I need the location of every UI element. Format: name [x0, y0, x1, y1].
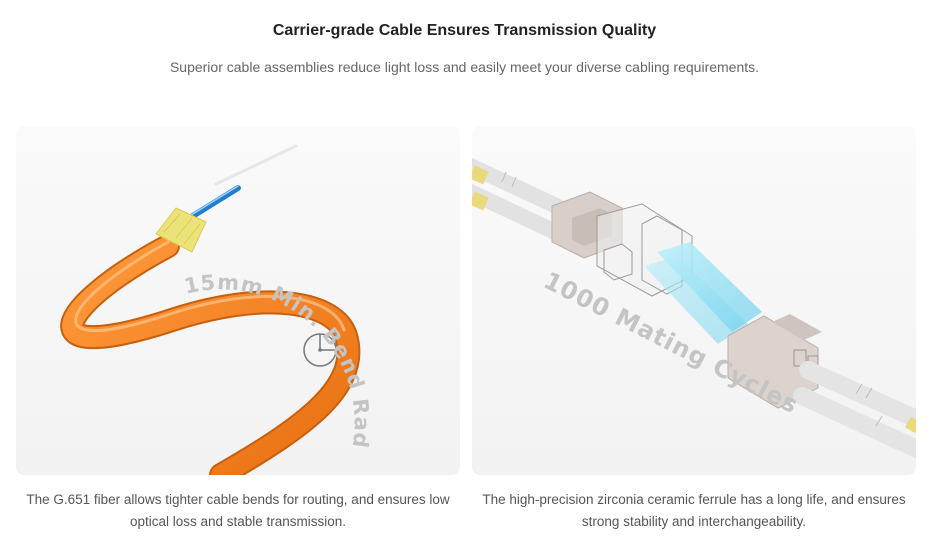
mating-cycles-card: 1000 Mating Cycles	[472, 126, 916, 475]
bend-radius-gauge-icon	[303, 333, 337, 367]
section-title: Carrier-grade Cable Ensures Transmission…	[272, 22, 657, 39]
bend-radius-caption: The G.651 fiber allows tighter cable ben…	[26, 492, 450, 529]
lc-connector-illustration: 1000 Mating Cycles	[472, 157, 916, 459]
lc-connector-right	[727, 314, 822, 409]
fiber-buffer	[185, 185, 241, 222]
fiber-cable-illustration: 15mm Min. Bend Radius	[16, 126, 373, 475]
section-subtitle: Superior cable assemblies reduce light l…	[169, 59, 760, 75]
cable-lower-right	[793, 361, 916, 459]
mating-cycles-caption: The high-precision zirconia ceramic ferr…	[482, 492, 906, 529]
aramid-yarn	[155, 207, 207, 253]
bend-radius-card: 15mm Min. Bend Radius	[16, 126, 460, 475]
bare-fiber	[214, 144, 298, 186]
